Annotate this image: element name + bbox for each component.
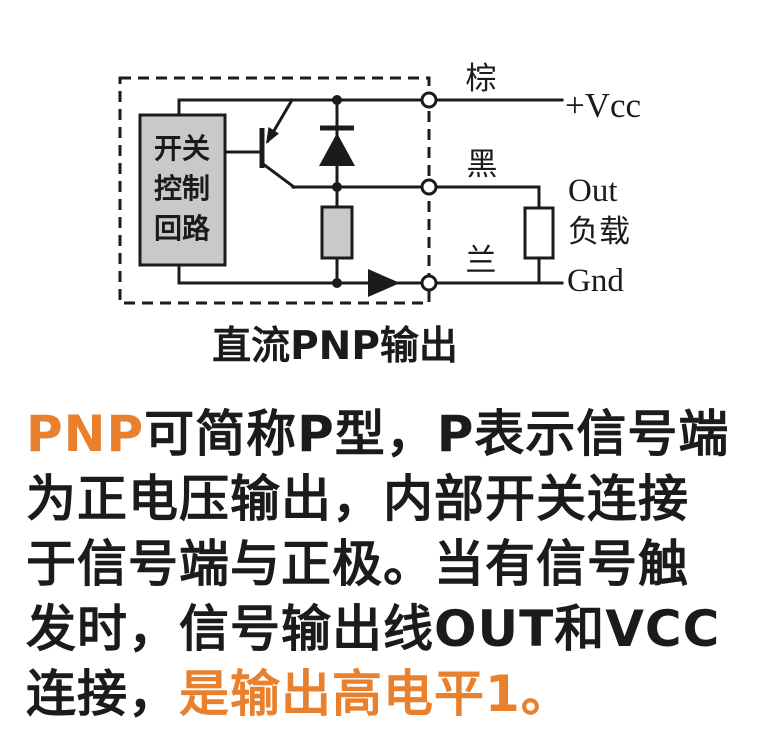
paragraph-line-3: 于信号端与正极。当有信号触 [26, 532, 766, 597]
label-out: Out [568, 173, 618, 209]
paragraph-line-2: 为正电压输出，内部开关连接 [26, 467, 766, 532]
wire-label-brown: 棕 [466, 61, 497, 96]
terminal-out [420, 178, 438, 196]
pnp-transistor [259, 97, 297, 190]
paragraph-line-5: 连接，是输出高电平1。 [26, 662, 766, 727]
text-segment: 可简称P型，P表示信号端 [144, 405, 730, 463]
load-resistor [523, 206, 555, 260]
text-segment: 为正电压输出，内部开关连接 [26, 470, 689, 528]
wire-label-black: 黑 [467, 147, 498, 182]
text-segment-accent: 是输出高电平1。 [179, 665, 572, 723]
diagram-caption: 直流PNP输出 [212, 324, 458, 369]
current-direction-arrow [368, 269, 400, 297]
external-wiring [434, 98, 564, 285]
pnp-output-circuit-diagram: 开关 控制 回路 [118, 61, 641, 369]
internal-resistor [320, 205, 354, 260]
terminal-vcc [420, 91, 438, 109]
switch-control-box: 开关 控制 回路 [138, 113, 227, 267]
label-load: 负载 [568, 214, 630, 249]
text-segment: 发时，信号输出线OUT和VCC [26, 600, 721, 658]
label-gnd: Gnd [567, 263, 624, 299]
paragraph-line-1: PNP可简称P型，P表示信号端 [26, 402, 766, 467]
text-segment: 于信号端与正极。当有信号触 [26, 535, 689, 593]
text-segment: 连接， [26, 665, 179, 723]
label-vcc: +Vcc [565, 86, 641, 125]
control-box-label-line1: 开关 [154, 133, 210, 165]
junction-dots [332, 95, 342, 288]
paragraph-line-4: 发时，信号输出线OUT和VCC [26, 597, 766, 662]
explanation-paragraph: PNP可简称P型，P表示信号端 为正电压输出，内部开关连接 于信号端与正极。当有… [26, 402, 766, 727]
wire-label-blue: 兰 [466, 243, 497, 278]
protection-diode [319, 125, 355, 166]
control-box-label-line2: 控制 [154, 173, 210, 205]
text-segment-accent: PNP [26, 405, 145, 463]
emitter-arrowhead [266, 127, 279, 144]
control-box-label-line3: 回路 [154, 213, 211, 245]
terminal-gnd [420, 274, 438, 292]
